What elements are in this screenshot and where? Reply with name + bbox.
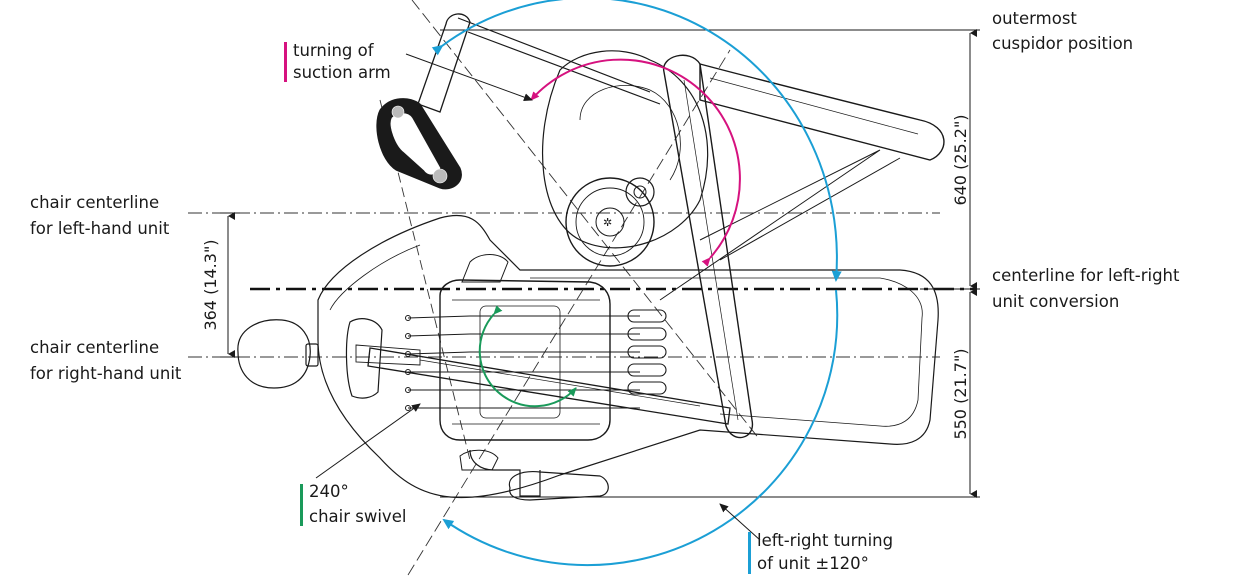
unit-turning-label-bar xyxy=(748,532,751,574)
headrest xyxy=(237,319,311,389)
instrument-tray xyxy=(439,279,611,441)
centerlines xyxy=(188,0,975,576)
conversion-label-2: unit conversion xyxy=(992,292,1120,311)
left-hand-label-2: for left-hand unit xyxy=(30,219,170,238)
motion-arcs xyxy=(431,0,842,567)
swivel-label-1: 240° xyxy=(309,482,349,501)
cuspidor-label-2: cuspidor position xyxy=(992,34,1134,53)
leader-lines xyxy=(315,53,761,541)
conversion-label-1: centerline for left-right xyxy=(992,266,1180,285)
chair-swivel-arc xyxy=(478,305,577,408)
right-hand-label-1: chair centerline xyxy=(30,338,160,357)
delivery-arm xyxy=(367,347,731,425)
seat-outline xyxy=(317,214,939,499)
instrument-hoses xyxy=(405,315,640,411)
cuspidor-arm xyxy=(699,63,945,161)
dental-chair: ✲ xyxy=(237,13,945,501)
dimension-top: 640 (25.2") xyxy=(951,114,970,205)
unit-turning-arc xyxy=(431,0,842,282)
svg-text:✲: ✲ xyxy=(603,216,612,229)
diagonal-centerline-lower xyxy=(407,49,731,576)
unit-turning-label-2: of unit ±120° xyxy=(757,554,869,573)
suction-arm-label-1: turning of xyxy=(293,41,374,60)
suction-arm-arc xyxy=(530,58,741,267)
unit-turning-label-1: left-right turning xyxy=(757,531,894,550)
suction-arm-label-bar xyxy=(284,42,287,82)
left-hand-label-1: chair centerline xyxy=(30,193,160,212)
dimension-lines xyxy=(220,29,980,498)
swivel-label-bar xyxy=(300,484,303,526)
suction-arm-label-2: suction arm xyxy=(293,63,391,82)
cuspidor-label-1: outermost xyxy=(992,9,1077,28)
dimension-bottom: 550 (21.7") xyxy=(951,348,970,439)
dimension-middle: 364 (14.3") xyxy=(201,239,220,330)
right-hand-label-2: for right-hand unit xyxy=(30,364,182,383)
swivel-label-2: chair swivel xyxy=(309,507,407,526)
lamp-housing xyxy=(541,50,709,249)
suction-arm xyxy=(417,13,471,113)
